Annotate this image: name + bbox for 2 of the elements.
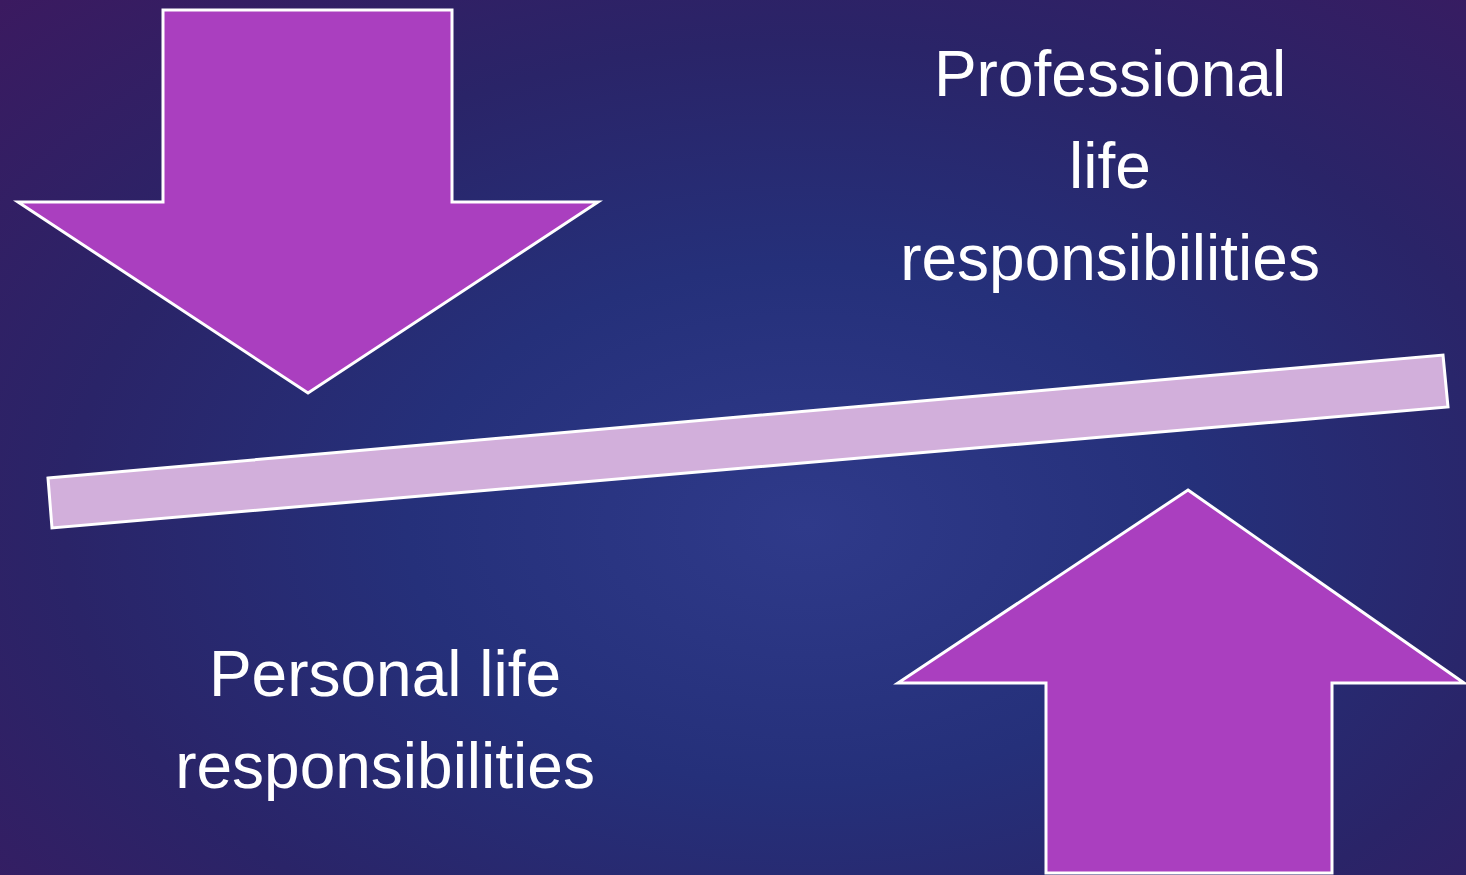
label-text: Personal life responsibilities (174, 637, 596, 804)
label-text: Professional life responsibilities (899, 37, 1321, 296)
